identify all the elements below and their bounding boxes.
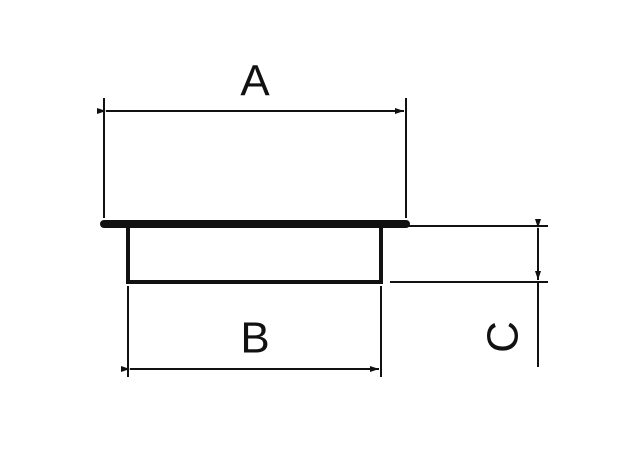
dimension-c-label: C	[479, 321, 528, 353]
lower-body	[126, 224, 383, 284]
dimension-a-label: A	[240, 57, 270, 106]
dimension-b-label: B	[240, 314, 269, 363]
